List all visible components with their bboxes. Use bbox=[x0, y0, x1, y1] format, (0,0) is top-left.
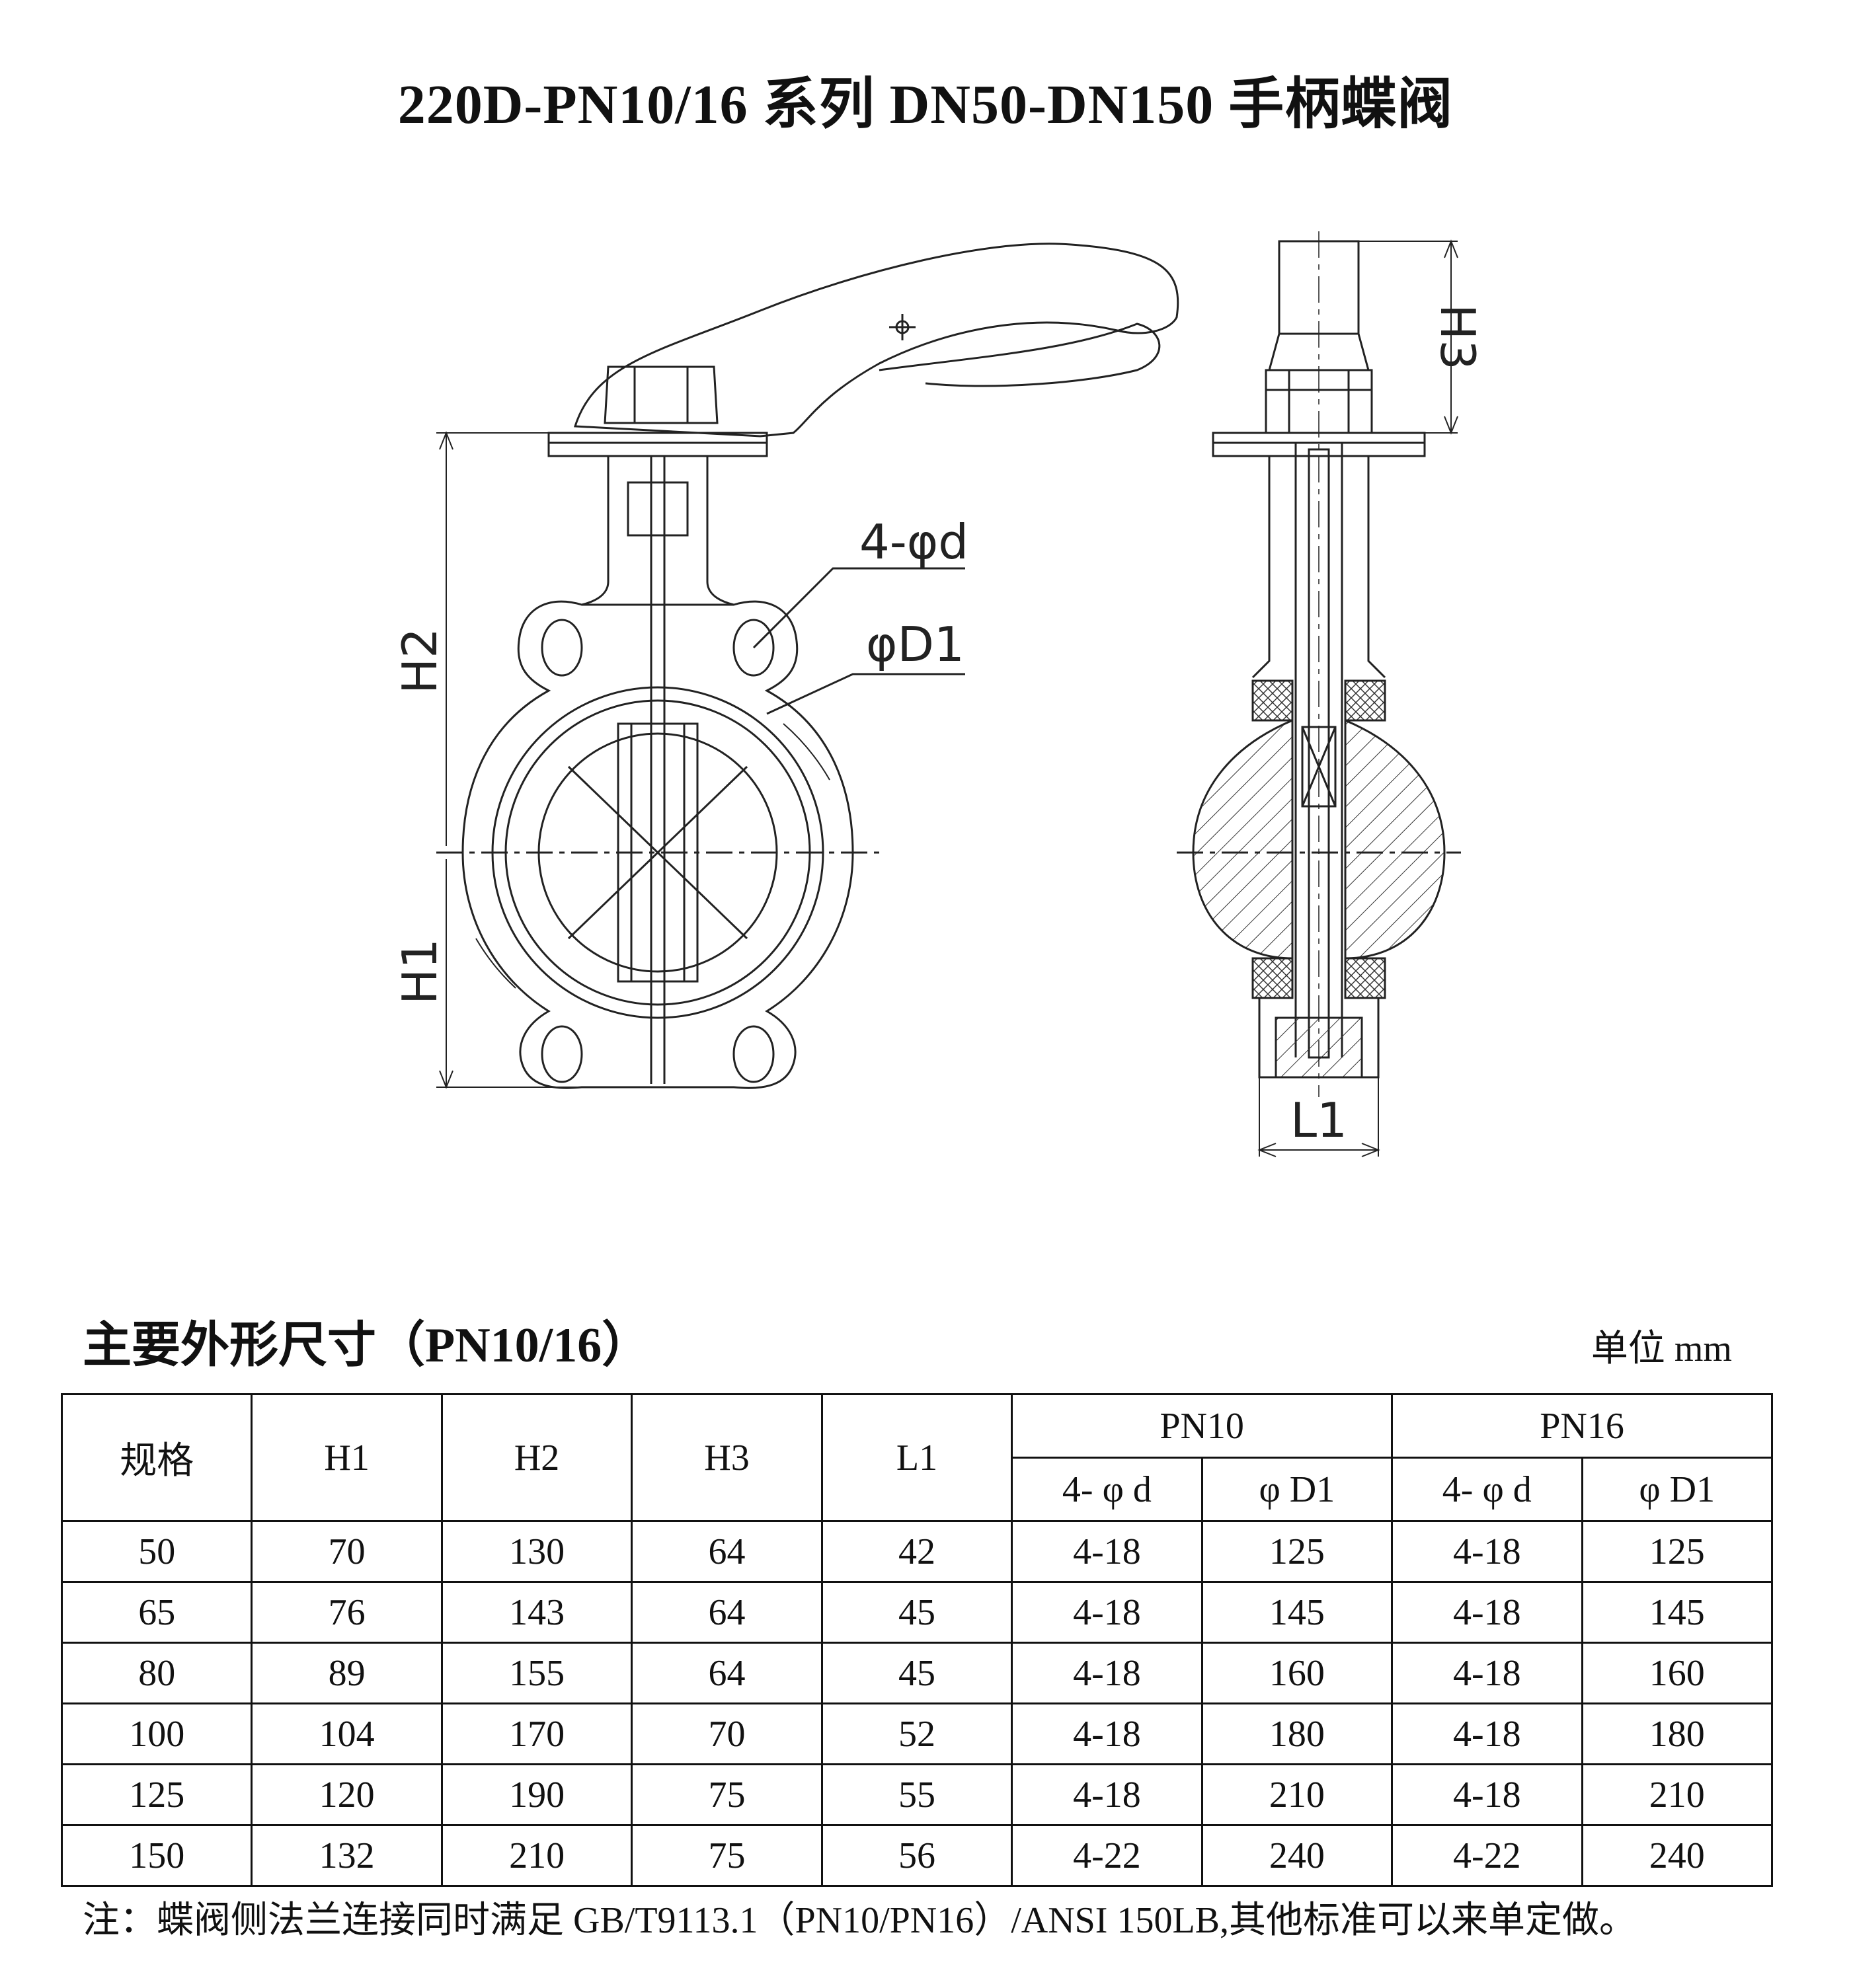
side-body-section bbox=[1192, 718, 1294, 960]
cell-pn10-d1: 240 bbox=[1201, 1824, 1394, 1887]
cell-h3: 70 bbox=[631, 1702, 823, 1765]
cell-h3: 64 bbox=[631, 1642, 823, 1704]
cell-pn16-d1: 125 bbox=[1581, 1520, 1773, 1583]
cell-pn10-d1: 180 bbox=[1201, 1702, 1394, 1765]
cell-spec: 65 bbox=[60, 1581, 253, 1644]
cell-h1: 104 bbox=[251, 1702, 443, 1765]
header-spec: 规格 bbox=[60, 1393, 253, 1522]
cell-h3: 75 bbox=[631, 1763, 823, 1826]
cell-h3: 75 bbox=[631, 1824, 823, 1887]
cell-pn16-holes: 4-18 bbox=[1391, 1702, 1583, 1765]
cell-pn16-d1: 210 bbox=[1581, 1763, 1773, 1826]
header-h3: H3 bbox=[631, 1393, 823, 1522]
cell-h1: 120 bbox=[251, 1763, 443, 1826]
header-h1: H1 bbox=[251, 1393, 443, 1522]
header-pn16-pcd: φ D1 bbox=[1581, 1457, 1773, 1522]
dim-label-holes: 4-φd bbox=[859, 514, 968, 570]
cell-pn10-d1: 210 bbox=[1201, 1763, 1394, 1826]
cell-pn16-d1: 160 bbox=[1581, 1642, 1773, 1704]
cell-pn10-holes: 4-22 bbox=[1011, 1824, 1203, 1887]
cell-pn10-d1: 125 bbox=[1201, 1520, 1394, 1583]
header-pn16-holes: 4- φ d bbox=[1391, 1457, 1583, 1522]
cell-pn10-d1: 160 bbox=[1201, 1642, 1394, 1704]
dim-label-h3: H3 bbox=[1430, 304, 1485, 370]
cell-h3: 64 bbox=[631, 1581, 823, 1644]
cell-pn16-holes: 4-18 bbox=[1391, 1642, 1583, 1704]
cell-pn16-holes: 4-18 bbox=[1391, 1763, 1583, 1826]
cell-spec: 125 bbox=[60, 1763, 253, 1826]
table-row: 100 104 170 70 52 4-18 180 4-18 180 bbox=[60, 1702, 1773, 1765]
unit-label: 单位 mm bbox=[1591, 1328, 1732, 1369]
cell-pn10-holes: 4-18 bbox=[1011, 1581, 1203, 1644]
cell-h2: 130 bbox=[440, 1520, 633, 1583]
cell-h1: 70 bbox=[251, 1520, 443, 1583]
cell-l1: 45 bbox=[820, 1642, 1013, 1704]
cell-h2: 155 bbox=[440, 1642, 633, 1704]
handle-hub bbox=[604, 365, 719, 424]
cell-l1: 45 bbox=[820, 1581, 1013, 1644]
cell-pn16-d1: 145 bbox=[1581, 1581, 1773, 1644]
table-row: 65 76 143 64 45 4-18 145 4-18 145 bbox=[60, 1581, 1773, 1644]
holes-leader bbox=[752, 567, 965, 649]
pcd-leader bbox=[766, 673, 965, 715]
table-row: 80 89 155 64 45 4-18 160 4-18 160 bbox=[60, 1642, 1773, 1704]
cell-pn10-holes: 4-18 bbox=[1011, 1642, 1203, 1704]
table-row: 150 132 210 75 56 4-22 240 4-22 240 bbox=[60, 1824, 1773, 1887]
footnote: 注：蝶阀侧法兰连接同时满足 GB/T9113.1（PN10/PN16）/ANSI… bbox=[83, 1900, 1637, 1941]
cell-pn16-d1: 180 bbox=[1581, 1702, 1773, 1765]
cell-l1: 56 bbox=[820, 1824, 1013, 1887]
table-section-title: 主要外形尺寸（PN10/16） bbox=[83, 1319, 651, 1373]
cell-h2: 210 bbox=[440, 1824, 633, 1887]
cell-h1: 89 bbox=[251, 1642, 443, 1704]
side-view bbox=[1177, 231, 1461, 1157]
dimensions-table: 规格 H1 H2 H3 L1 PN10 PN16 4- φ d φ D1 4- … bbox=[60, 1393, 1773, 1887]
header-h2: H2 bbox=[440, 1393, 633, 1522]
dim-label-pcd: φD1 bbox=[866, 617, 965, 672]
valve-technical-drawing: H2 H1 H3 L1 4-φd φD1 bbox=[0, 198, 1851, 1203]
valve-body bbox=[461, 600, 854, 1089]
dim-label-h1: H1 bbox=[392, 938, 448, 1005]
table-row: 50 70 130 64 42 4-18 125 4-18 125 bbox=[60, 1520, 1773, 1583]
cell-h2: 190 bbox=[440, 1763, 633, 1826]
cell-pn10-holes: 4-18 bbox=[1011, 1702, 1203, 1765]
header-pn10-pcd: φ D1 bbox=[1201, 1457, 1394, 1522]
cell-pn10-holes: 4-18 bbox=[1011, 1520, 1203, 1583]
dim-label-l1: L1 bbox=[1290, 1092, 1347, 1148]
cell-h2: 143 bbox=[440, 1581, 633, 1644]
cell-pn16-holes: 4-18 bbox=[1391, 1520, 1583, 1583]
cell-pn10-d1: 145 bbox=[1201, 1581, 1394, 1644]
cell-spec: 80 bbox=[60, 1642, 253, 1704]
cell-h1: 76 bbox=[251, 1581, 443, 1644]
front-view bbox=[436, 243, 1179, 1089]
header-pn10: PN10 bbox=[1011, 1393, 1394, 1459]
cell-pn16-d1: 240 bbox=[1581, 1824, 1773, 1887]
cell-pn16-holes: 4-22 bbox=[1391, 1824, 1583, 1887]
cell-spec: 100 bbox=[60, 1702, 253, 1765]
page-title: 220D-PN10/16 系列 DN50-DN150 手柄蝶阀 bbox=[397, 74, 1454, 135]
cell-h1: 132 bbox=[251, 1824, 443, 1887]
top-flange bbox=[547, 432, 768, 457]
dim-label-h2: H2 bbox=[392, 628, 448, 694]
cell-spec: 50 bbox=[60, 1520, 253, 1583]
cell-pn10-holes: 4-18 bbox=[1011, 1763, 1203, 1826]
header-pn16: PN16 bbox=[1391, 1393, 1773, 1459]
cell-spec: 150 bbox=[60, 1824, 253, 1887]
cell-l1: 42 bbox=[820, 1520, 1013, 1583]
table-row: 125 120 190 75 55 4-18 210 4-18 210 bbox=[60, 1763, 1773, 1826]
cell-pn16-holes: 4-18 bbox=[1391, 1581, 1583, 1644]
handle-lever bbox=[573, 243, 1179, 438]
cell-l1: 55 bbox=[820, 1763, 1013, 1826]
cell-l1: 52 bbox=[820, 1702, 1013, 1765]
header-pn10-holes: 4- φ d bbox=[1011, 1457, 1203, 1522]
header-l1: L1 bbox=[820, 1393, 1013, 1522]
cell-h2: 170 bbox=[440, 1702, 633, 1765]
cell-h3: 64 bbox=[631, 1520, 823, 1583]
valve-drawing-svg: H2 H1 H3 L1 4-φd φD1 bbox=[392, 231, 1485, 1157]
